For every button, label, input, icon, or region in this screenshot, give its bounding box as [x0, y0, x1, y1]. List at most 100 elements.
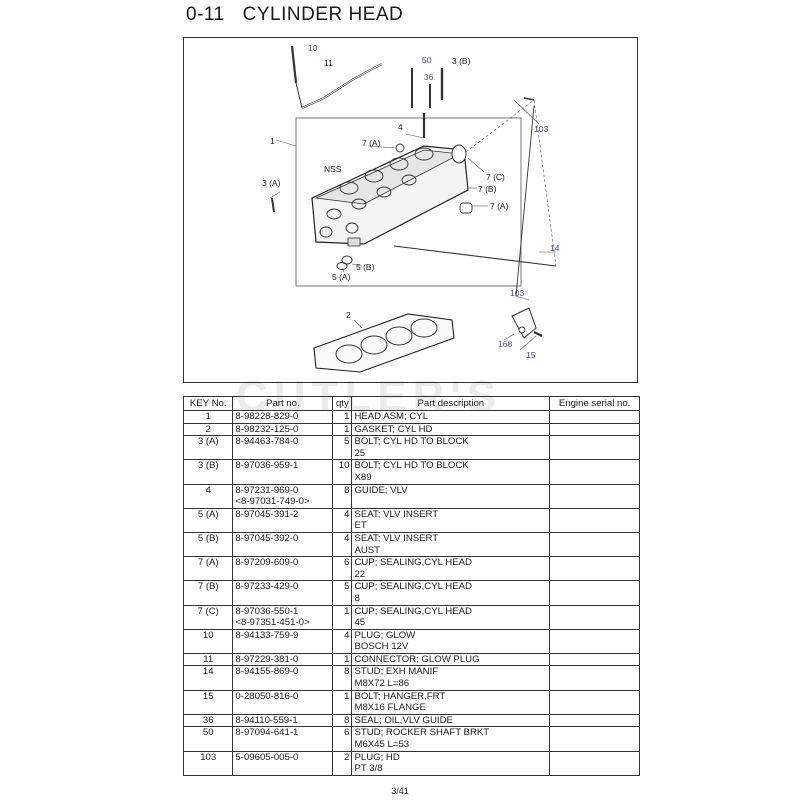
exploded-diagram: 10 11 50 36 3 (B) 103 1 7 (A) 4 NSS 7 (C… — [183, 37, 638, 383]
engine-serial-cell — [549, 652, 640, 667]
qty-cell-line: 1 — [344, 653, 350, 665]
description-cell-line: 22 — [354, 568, 366, 580]
qty-cell-line: 1 — [344, 690, 350, 702]
label-3b: 3 (B) — [452, 56, 471, 66]
key-cell-line: 1 — [205, 411, 211, 422]
label-103b: 103 — [510, 288, 524, 298]
description-cell-line: ET — [354, 520, 367, 532]
section-title: CYLINDER HEAD — [242, 4, 404, 25]
engine-serial-cell — [549, 556, 640, 582]
description-cell-line: BOLT; CYL HD TO BLOCK — [354, 460, 469, 472]
part-number-cell: 8-98228-829-0 — [232, 410, 334, 424]
part-number-cell: 8-97233-429-0 — [232, 580, 334, 606]
qty-cell: 6 — [332, 556, 353, 582]
key-cell-line: 5 (B) — [197, 532, 219, 544]
part-number-cell-line: 8-97229-381-0 — [235, 653, 299, 665]
col-key: KEY No. — [182, 396, 234, 411]
qty-cell-line: 2 — [344, 751, 350, 763]
key-cell-line: 7 (B) — [197, 581, 219, 593]
label-103a: 103 — [534, 124, 548, 134]
qty-cell-line: 5 — [344, 581, 350, 593]
part-number-cell: 8-97094-641-1 — [232, 726, 334, 752]
part-number-cell: 8-97231-969-0<8-97031-749-0> — [232, 483, 334, 509]
engine-serial-cell — [549, 531, 640, 558]
qty-cell: 4 — [332, 531, 353, 558]
label-3a: 3 (A) — [262, 178, 281, 188]
part-number-cell: 8-94155-869-0 — [232, 665, 334, 691]
key-cell: 3 (A) — [182, 435, 234, 461]
description-cell: HEAD ASM; CYL — [351, 410, 551, 424]
description-cell-line: 45 — [354, 617, 366, 629]
qty-cell-line: 1 — [344, 605, 350, 617]
key-cell-line: 2 — [205, 423, 211, 435]
key-cell-line: 3 (B) — [197, 460, 219, 472]
key-cell-line: 50 — [202, 727, 214, 739]
key-cell: 7 (A) — [182, 556, 234, 582]
label-2: 2 — [346, 310, 351, 320]
engine-serial-cell — [549, 459, 640, 485]
engine-serial-cell — [549, 422, 640, 437]
description-cell: GASKET; CYL HD — [351, 422, 551, 437]
part-number-cell: 8-94463-784-0 — [232, 435, 334, 461]
parts-table: KEY No. Part no. qty Part description En… — [182, 396, 640, 776]
key-cell: 50 — [182, 726, 234, 752]
part-number-cell: 8-97036-550-1<8-97351-451-0> — [232, 604, 334, 630]
label-10: 10 — [308, 43, 318, 53]
engine-serial-cell — [549, 726, 640, 752]
key-cell: 7 (B) — [182, 580, 234, 606]
part-number-cell-line: <8-97351-451-0> — [235, 617, 310, 629]
col-desc: Part description — [351, 396, 551, 411]
table-header-row: KEY No. Part no. qty Part description En… — [182, 396, 640, 411]
description-cell-line: SEAT; VLV INSERT — [354, 508, 439, 520]
qty-cell-line: 8 — [344, 666, 350, 678]
label-4: 4 — [398, 122, 403, 132]
description-cell-line: SEAT; VLV INSERT — [354, 532, 439, 544]
label-5a: 5 (A) — [332, 272, 351, 282]
engine-serial-cell — [549, 507, 640, 533]
description-cell-line: CUP; SEALING,CYL HEAD — [354, 581, 472, 593]
qty-cell: 1 — [332, 604, 353, 630]
label-36: 36 — [424, 72, 434, 82]
qty-cell: 6 — [332, 726, 353, 752]
qty-cell: 5 — [332, 580, 353, 606]
description-cell-line: M6X45 L=53 — [354, 739, 410, 751]
qty-cell: 1 — [332, 410, 353, 424]
description-cell-line: AUST — [354, 544, 381, 556]
label-168: 168 — [498, 339, 512, 349]
description-cell-line: GUIDE; VLV — [354, 484, 408, 496]
key-cell-line: 36 — [202, 714, 214, 726]
description-cell-line: PLUG; HD — [354, 751, 400, 763]
key-cell-line: 3 (A) — [197, 436, 219, 448]
qty-cell-line: 1 — [344, 411, 350, 422]
part-number-cell-line: 5-09605-005-0 — [235, 751, 299, 763]
qty-cell-line: 6 — [344, 727, 350, 739]
part-number-cell-line: 8-97231-969-0 — [235, 484, 299, 496]
label-14: 14 — [550, 243, 560, 253]
label-11: 11 — [324, 58, 333, 68]
part-number-cell-line: 8-94155-869-0 — [235, 666, 299, 678]
part-number-cell-line: 8-97036-959-1 — [235, 460, 299, 472]
qty-cell-line: 5 — [344, 436, 350, 448]
engine-serial-cell — [549, 483, 640, 509]
qty-cell: 1 — [332, 689, 353, 715]
part-number-cell-line: 8-94463-784-0 — [235, 436, 299, 448]
key-cell: 5 (B) — [182, 531, 234, 558]
col-qty: qty — [332, 396, 353, 411]
qty-cell-line: 6 — [344, 557, 350, 569]
